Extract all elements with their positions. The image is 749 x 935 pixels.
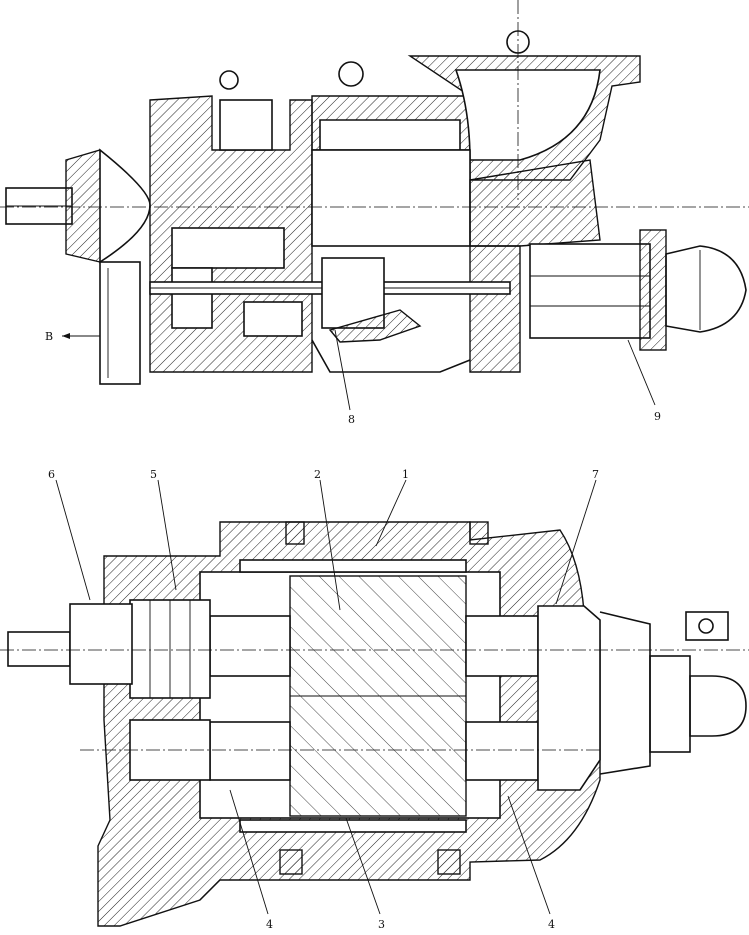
right-bearing-housing [529,243,651,339]
callout-2: 2 [314,468,321,481]
mounting-flange [99,261,141,385]
lifting-eye-2 [338,61,364,87]
lifting-eye-1 [219,70,239,90]
unloader-valve [689,675,747,737]
callout-4-left: 4 [266,918,273,931]
bearing-right-lower [465,721,539,781]
callout-5: 5 [150,468,157,481]
right-end-cover [599,611,651,775]
bearing-left-upper [209,615,291,677]
callout-1: 1 [402,468,409,481]
lower-view: 6 5 2 1 7 4 3 4 [0,468,749,931]
upper-view: B 8 9 [0,0,749,426]
lower-input-shaft [7,631,71,667]
right-housing [469,159,601,247]
bearing-right-upper [465,615,539,677]
rotor-casing [311,149,471,247]
right-pump [665,245,747,333]
callout-6: 6 [48,468,55,481]
view-arrow-label: B [45,330,53,343]
callout-9: 9 [654,410,661,423]
callout-3: 3 [378,918,385,931]
callout-7: 7 [592,468,599,481]
callout-8: 8 [348,413,355,426]
bearing-left-lower [209,721,291,781]
callout-4-right: 4 [548,918,555,931]
